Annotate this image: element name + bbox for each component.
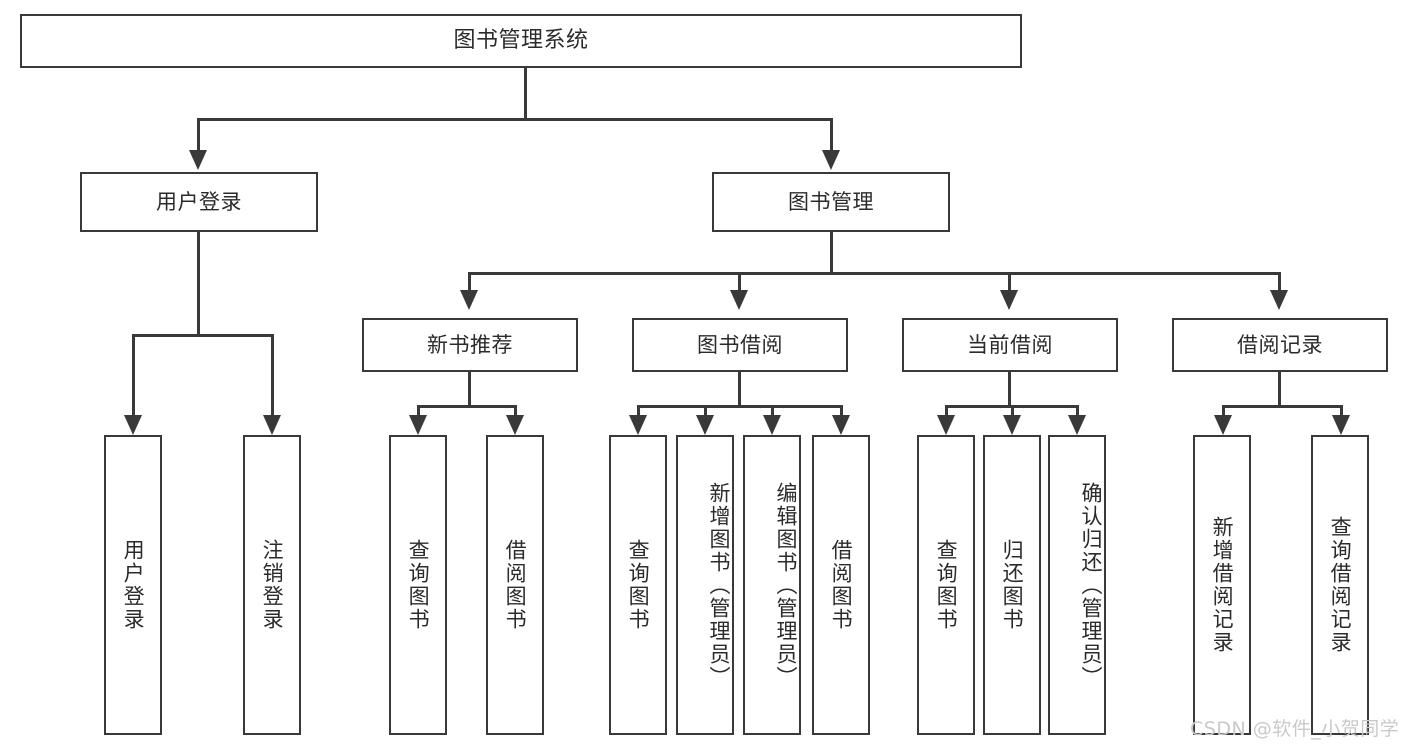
- leaf-user-login-logout[interactable]: 注销登录: [243, 435, 301, 735]
- edge-cb-to-leaf-0: [945, 405, 948, 417]
- node-label: 当前借阅: [967, 332, 1053, 357]
- node-book-borrow[interactable]: 图书借阅: [632, 318, 848, 372]
- edge-book-borrow-bar: [637, 405, 842, 408]
- edge-nb-to-leaf-1: [514, 405, 517, 417]
- leaf-current-borrow-return[interactable]: 归还图书: [983, 435, 1041, 735]
- edge-user-login-bar: [132, 334, 274, 337]
- arrow-bm-to-borrow-record: [1270, 290, 1288, 310]
- edge-user-login-to-leaf-0: [132, 334, 135, 415]
- node-label: 图书管理系统: [453, 28, 589, 54]
- csdn-watermark: CSDN @软件_小贺同学: [1190, 718, 1400, 740]
- edge-br-to-leaf-0: [1222, 405, 1225, 417]
- node-label: 新增借阅记录: [1210, 516, 1235, 654]
- edge-current-borrow-stem: [1008, 372, 1011, 407]
- edge-borrow-record-stem: [1278, 372, 1281, 407]
- node-borrow-record[interactable]: 借阅记录: [1172, 318, 1388, 372]
- arrow-bb-to-leaf-3: [832, 415, 850, 435]
- node-label: 用户登录: [156, 189, 242, 214]
- edge-root-bar: [197, 118, 833, 121]
- edge-nb-to-leaf-0: [417, 405, 420, 417]
- arrow-bb-to-leaf-1: [696, 415, 714, 435]
- arrow-nb-to-leaf-1: [506, 415, 524, 435]
- node-label: 图书管理: [788, 189, 874, 214]
- arrow-nb-to-leaf-0: [409, 415, 427, 435]
- edge-user-login-stem: [197, 232, 200, 336]
- edge-bm-to-current-borrow: [1008, 272, 1011, 290]
- node-label: 查询图书: [626, 539, 651, 631]
- edge-new-book-stem: [468, 372, 471, 407]
- leaf-current-borrow-query[interactable]: 查询图书: [917, 435, 975, 735]
- leaf-book-borrow-edit[interactable]: 编辑图书（管理员）: [743, 435, 801, 735]
- leaf-book-borrow-query[interactable]: 查询图书: [609, 435, 667, 735]
- edge-root-to-user-login: [197, 118, 200, 150]
- edge-bb-to-leaf-3: [840, 405, 843, 417]
- node-label: 新增图书（管理员）: [707, 481, 731, 689]
- node-current-borrow[interactable]: 当前借阅: [902, 318, 1118, 372]
- leaf-new-book-query[interactable]: 查询图书: [389, 435, 447, 735]
- leaf-new-book-borrow[interactable]: 借阅图书: [486, 435, 544, 735]
- arrow-bm-to-book-borrow: [730, 290, 748, 310]
- edge-book-management-bar: [468, 272, 1280, 275]
- leaf-book-borrow-borrow[interactable]: 借阅图书: [812, 435, 870, 735]
- edge-bb-to-leaf-0: [637, 405, 640, 417]
- arrow-bb-to-leaf-0: [629, 415, 647, 435]
- arrow-root-to-book-management: [822, 150, 840, 170]
- edge-cb-to-leaf-1: [1011, 405, 1014, 417]
- edge-bb-to-leaf-1: [704, 405, 707, 417]
- node-book-management[interactable]: 图书管理: [712, 172, 950, 232]
- edge-bb-to-leaf-2: [771, 405, 774, 417]
- edge-new-book-bar: [417, 405, 517, 408]
- node-root-book-management-system[interactable]: 图书管理系统: [20, 14, 1022, 68]
- leaf-user-login-login[interactable]: 用户登录: [104, 435, 162, 735]
- node-new-book-recommend[interactable]: 新书推荐: [362, 318, 578, 372]
- edge-br-to-leaf-1: [1340, 405, 1343, 417]
- leaf-current-borrow-confirm-return[interactable]: 确认归还（管理员）: [1048, 435, 1106, 735]
- node-label: 用户登录: [121, 539, 146, 631]
- node-label: 新书推荐: [427, 332, 513, 357]
- edge-root-stem: [524, 68, 527, 120]
- edge-borrow-record-bar: [1222, 405, 1342, 408]
- arrow-root-to-user-login: [189, 150, 207, 170]
- arrow-bm-to-current-borrow: [1000, 290, 1018, 310]
- node-label: 借阅图书: [829, 539, 854, 631]
- arrow-cb-to-leaf-0: [937, 415, 955, 435]
- edge-root-to-book-management: [830, 118, 833, 150]
- arrow-cb-to-leaf-2: [1068, 415, 1086, 435]
- node-label: 图书借阅: [697, 332, 783, 357]
- node-label: 归还图书: [1000, 539, 1025, 631]
- node-label: 编辑图书（管理员）: [774, 481, 798, 689]
- node-label: 查询图书: [406, 539, 431, 631]
- arrow-bb-to-leaf-2: [763, 415, 781, 435]
- node-user-login[interactable]: 用户登录: [80, 172, 318, 232]
- node-label: 确认归还（管理员）: [1079, 481, 1103, 689]
- arrow-bm-to-new-book: [460, 290, 478, 310]
- node-label: 借阅图书: [503, 539, 528, 631]
- edge-book-management-stem: [830, 232, 833, 274]
- node-label: 查询图书: [934, 539, 959, 631]
- edge-bm-to-book-borrow: [738, 272, 741, 290]
- leaf-book-borrow-add[interactable]: 新增图书（管理员）: [676, 435, 734, 735]
- node-label: 借阅记录: [1237, 332, 1323, 357]
- arrow-br-to-leaf-1: [1332, 415, 1350, 435]
- edge-bm-to-borrow-record: [1278, 272, 1281, 290]
- leaf-borrow-record-add[interactable]: 新增借阅记录: [1193, 435, 1251, 735]
- edge-cb-to-leaf-2: [1076, 405, 1079, 417]
- edge-user-login-to-leaf-1: [271, 334, 274, 415]
- node-label: 查询借阅记录: [1328, 516, 1353, 654]
- arrow-user-login-to-leaf-0: [124, 415, 142, 435]
- edge-book-borrow-stem: [738, 372, 741, 407]
- arrow-br-to-leaf-0: [1214, 415, 1232, 435]
- node-label: 注销登录: [260, 539, 285, 631]
- leaf-borrow-record-query[interactable]: 查询借阅记录: [1311, 435, 1369, 735]
- arrow-cb-to-leaf-1: [1003, 415, 1021, 435]
- arrow-user-login-to-leaf-1: [263, 415, 281, 435]
- edge-bm-to-new-book: [468, 272, 471, 290]
